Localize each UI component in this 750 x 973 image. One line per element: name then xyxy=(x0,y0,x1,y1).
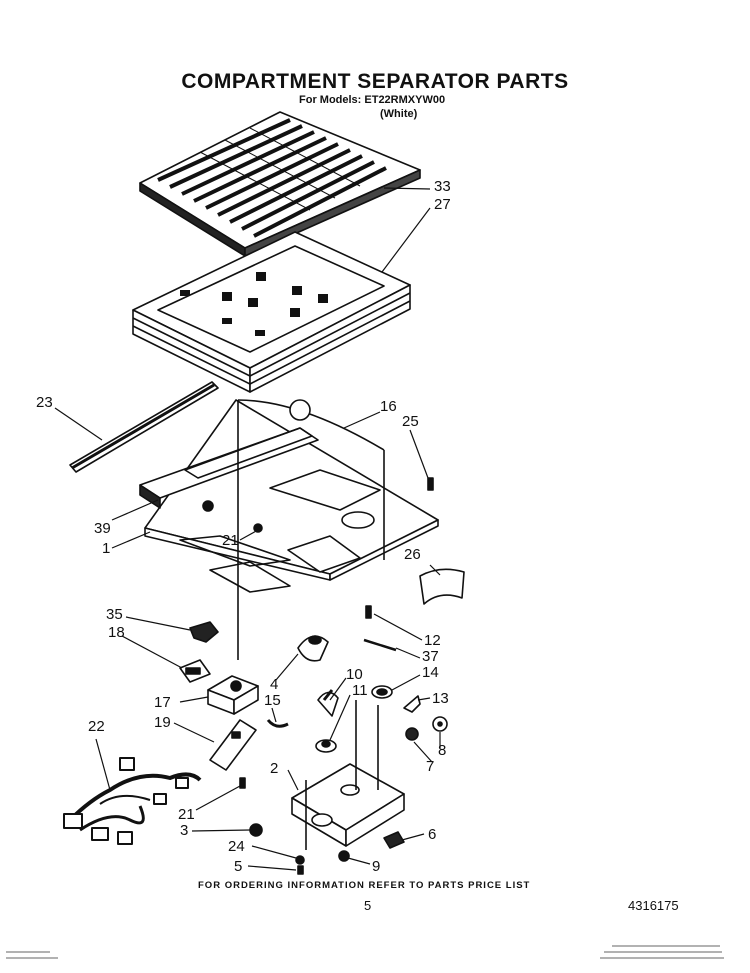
document-number: 4316175 xyxy=(628,898,679,913)
callout-15: 15 xyxy=(264,692,281,709)
callout-13: 13 xyxy=(432,690,449,707)
callout-27: 27 xyxy=(434,196,451,213)
trim-strip-part-23 xyxy=(69,381,219,473)
insulation-part-26 xyxy=(419,568,465,605)
callout-14: 14 xyxy=(422,664,439,681)
callout-4: 4 xyxy=(270,676,279,693)
separator-panel-part-1 xyxy=(139,399,439,660)
leader-lines xyxy=(54,187,441,871)
callout-9: 9 xyxy=(372,858,381,875)
shelf-grille-part-33 xyxy=(139,111,421,257)
callout-35: 35 xyxy=(106,606,123,623)
callout-2: 2 xyxy=(270,760,279,777)
callout-24: 24 xyxy=(228,838,245,855)
callout-18: 18 xyxy=(108,624,125,641)
callout-12: 12 xyxy=(424,632,441,649)
callout-10: 10 xyxy=(346,666,363,683)
callout-5: 5 xyxy=(234,858,243,875)
callout-11: 11 xyxy=(352,682,368,699)
callout-16: 16 xyxy=(380,398,397,415)
callout-8: 8 xyxy=(438,742,447,759)
callout-21-upper: 21 xyxy=(222,532,239,549)
callout-3: 3 xyxy=(180,822,189,839)
color-label: (White) xyxy=(380,108,418,120)
callout-26: 26 xyxy=(404,546,421,563)
callout-22: 22 xyxy=(88,718,105,735)
callout-39: 39 xyxy=(94,520,111,537)
screw-part-25 xyxy=(427,477,434,491)
lower-assembly xyxy=(63,605,448,875)
callout-25: 25 xyxy=(402,413,419,430)
ordering-note: FOR ORDERING INFORMATION REFER TO PARTS … xyxy=(198,880,531,891)
page-title: COMPARTMENT SEPARATOR PARTS xyxy=(181,70,569,93)
callout-37: 37 xyxy=(422,648,439,665)
callout-1: 1 xyxy=(102,540,111,557)
models-label: For Models: ET22RMXYW00 xyxy=(299,94,446,106)
callout-23: 23 xyxy=(36,394,53,411)
separator-frame-part-27 xyxy=(132,231,411,393)
callout-17: 17 xyxy=(154,694,171,711)
callout-7: 7 xyxy=(426,758,435,775)
callout-19: 19 xyxy=(154,714,171,731)
callout-33: 33 xyxy=(434,178,451,195)
callout-6: 6 xyxy=(428,826,437,843)
page-number: 5 xyxy=(364,898,372,913)
callout-21-lower: 21 xyxy=(178,806,195,823)
